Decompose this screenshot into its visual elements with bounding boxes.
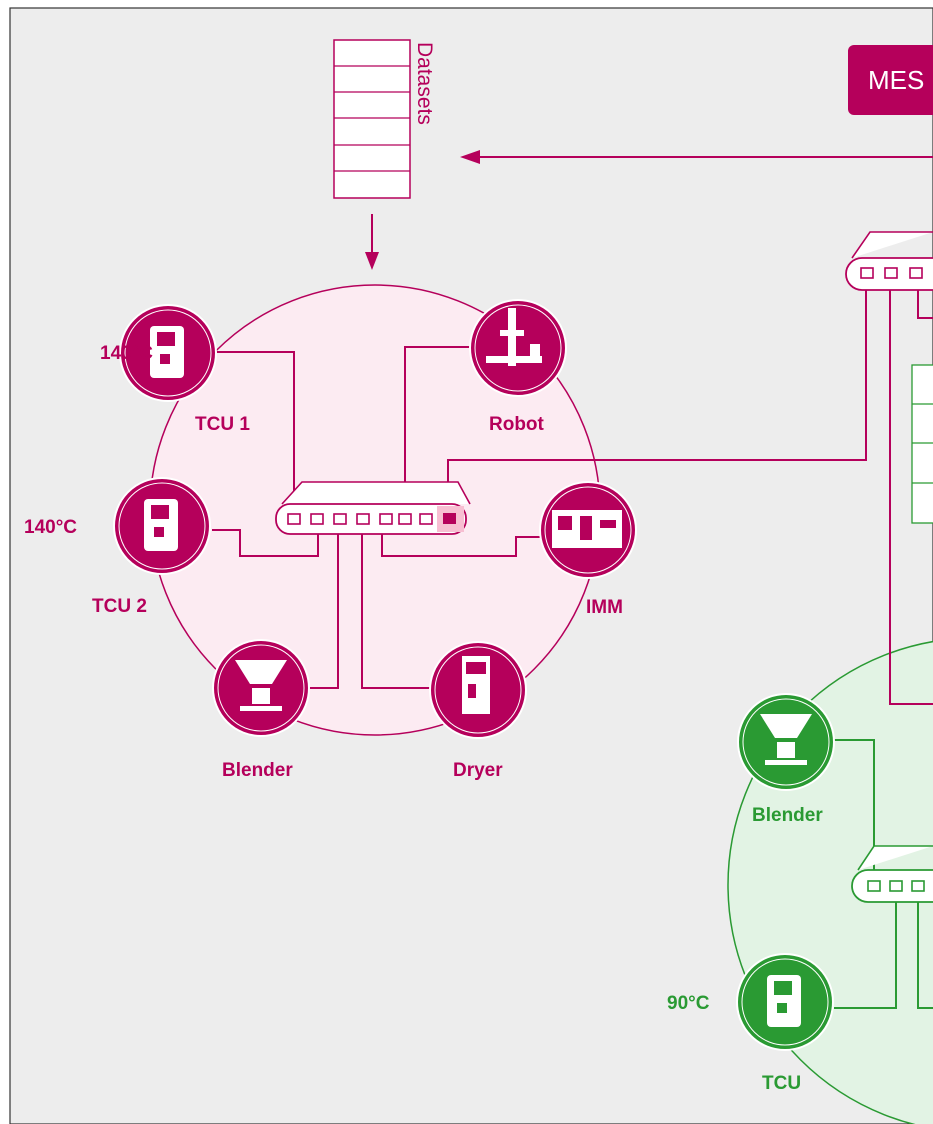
dryer-icon <box>462 656 490 714</box>
blender-label: Blender <box>222 760 293 781</box>
mes-box: MES <box>848 45 933 115</box>
tcu-1-label: TCU 1 <box>195 414 250 435</box>
injection-molding-machine-icon <box>552 510 622 548</box>
right-data-table <box>912 365 933 523</box>
device-green-blender[interactable] <box>738 694 834 790</box>
device-tcu-2[interactable] <box>114 478 210 574</box>
device-green-tcu[interactable] <box>737 954 833 1050</box>
tcu-icon <box>767 975 801 1027</box>
robot-label: Robot <box>489 414 545 435</box>
datasets-label: Datasets <box>413 42 436 125</box>
mes-label: MES <box>868 65 924 95</box>
tcu-icon <box>150 326 184 378</box>
imm-label: IMM <box>586 597 623 618</box>
green-tcu-label: TCU <box>762 1073 801 1094</box>
tcu-2-label: TCU 2 <box>92 596 147 617</box>
device-imm[interactable] <box>540 482 636 578</box>
device-robot[interactable] <box>470 300 566 396</box>
tcu-icon <box>144 499 178 551</box>
magenta-network-switch <box>276 482 470 534</box>
device-blender[interactable] <box>213 640 309 736</box>
green-blender-label: Blender <box>752 805 823 826</box>
tcu-1-temp: 140°C <box>100 343 153 364</box>
tcu-2-temp: 140°C <box>24 517 77 538</box>
green-tcu-temp: 90°C <box>667 993 710 1014</box>
device-dryer[interactable] <box>430 642 526 738</box>
dryer-label: Dryer <box>453 760 503 781</box>
